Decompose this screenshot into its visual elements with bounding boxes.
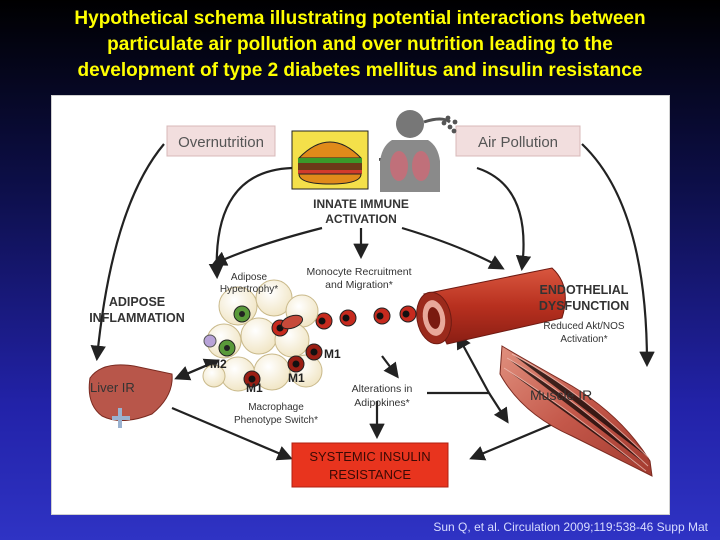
reduced-akt-line-1: Reduced Akt/NOS (543, 321, 624, 332)
liver-icon (88, 364, 173, 428)
blood-vessel-icon (416, 267, 566, 345)
adipose-tissue-cluster (202, 279, 323, 392)
adipose-hypertrophy-line-1: Adipose (231, 272, 268, 283)
title-line-3: development of type 2 diabetes mellitus … (77, 60, 643, 81)
monocyte-recruitment-line-2: and Migration* (325, 279, 393, 291)
reduced-akt-line-2: Activation* (560, 334, 607, 345)
schema-figure: Overnutrition Air Pollution + (51, 95, 670, 515)
overnutrition-box: Overnutrition (166, 125, 276, 157)
adipose-inflammation-line-2: INFLAMMATION (89, 311, 185, 325)
systemic-line-1: SYSTEMIC INSULIN (309, 449, 430, 464)
title-line-2: particulate air pollution and over nutri… (107, 34, 613, 55)
adipose-inflammation-line-1: ADIPOSE (109, 295, 165, 309)
systemic-line-2: RESISTANCE (329, 467, 411, 482)
muscle-icon (499, 345, 653, 477)
alterations-line-2: Adipokines* (354, 397, 409, 409)
macrophage-line-2: Phenotype Switch* (234, 415, 318, 426)
schema-diagram: Overnutrition Air Pollution + (88, 110, 655, 488)
innate-immune-line-1: INNATE IMMUNE (313, 197, 409, 211)
alterations-line-1: Alterations in (352, 383, 413, 395)
m1-macrophages (243, 319, 323, 388)
m1-label-right: M1 (324, 347, 341, 361)
systemic-insulin-resistance-box: SYSTEMIC INSULIN RESISTANCE (291, 442, 449, 488)
adipose-hypertrophy-line-2: Hypertrophy* (220, 284, 278, 295)
m1-label-lower: M1 (288, 371, 305, 385)
overnutrition-label: Overnutrition (178, 134, 264, 151)
title-line-1: Hypothetical schema illustrating potenti… (74, 8, 646, 29)
endothelial-line-2: DYSFUNCTION (539, 299, 629, 313)
endothelial-line-1: ENDOTHELIAL (540, 283, 629, 297)
m2-label: M2 (210, 357, 227, 371)
human-lungs-icon (380, 110, 458, 192)
air-pollution-label: Air Pollution (478, 134, 558, 151)
monocytes (315, 305, 417, 330)
burger-icon (291, 130, 369, 190)
muscle-ir-label: Muscle IR (530, 387, 592, 403)
m2-macrophages (203, 305, 251, 357)
m1-label-bottom: M1 (246, 381, 263, 395)
liver-ir-label: Liver IR (90, 380, 135, 395)
macrophage-line-1: Macrophage (248, 402, 304, 413)
monocyte-recruitment-line-1: Monocyte Recruitment (306, 266, 411, 278)
slide-title: Hypothetical schema illustrating potenti… (0, 6, 720, 84)
innate-immune-line-2: ACTIVATION (325, 212, 397, 226)
citation: Sun Q, et al. Circulation 2009;119:538-4… (433, 520, 708, 534)
air-pollution-box: Air Pollution (455, 125, 581, 157)
